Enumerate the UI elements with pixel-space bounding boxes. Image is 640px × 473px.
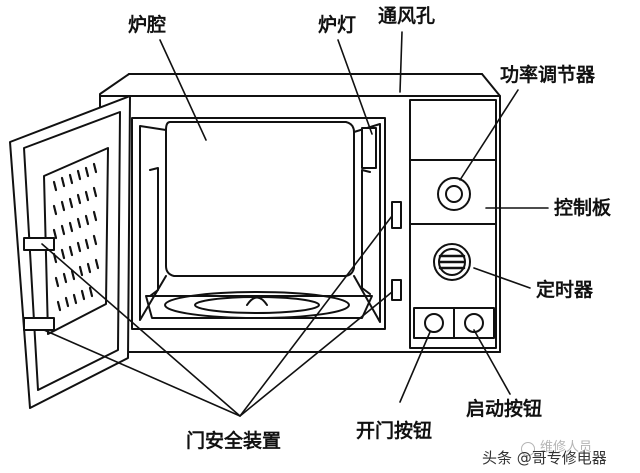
cavity-floor (145, 295, 373, 319)
door-hook-upper (23, 237, 55, 251)
door-mesh (52, 162, 100, 312)
right-rail (361, 169, 371, 295)
power-knob-inner (445, 185, 463, 203)
door-inner-frame (23, 111, 121, 391)
oven-top-panel (99, 73, 501, 97)
watermark-faint: 维修人员 (540, 440, 593, 455)
label-vent: 通风孔 (378, 5, 436, 27)
timer-knob-grip (438, 254, 466, 270)
door-window (43, 147, 109, 335)
interlock-slot-lower (391, 279, 402, 301)
wechat-icon (521, 442, 535, 456)
turntable-hub (246, 296, 268, 306)
left-rail (149, 167, 159, 297)
interlock-slot-upper (391, 201, 402, 229)
label-open: 开门按钮 (356, 420, 433, 442)
cavity-opening (131, 117, 386, 330)
turntable-outer (164, 291, 350, 319)
label-start: 启动按钮 (466, 398, 543, 420)
label-control: 控制板 (554, 197, 612, 219)
power-knob-outer (437, 177, 471, 211)
watermark-source: 头条 @哥专修电器 (482, 449, 607, 467)
open-door-button (424, 313, 444, 333)
door-frame (9, 95, 131, 409)
lamp-housing (361, 127, 377, 169)
cavity-left-wall (139, 125, 167, 321)
label-cavity: 炉腔 (128, 14, 167, 36)
label-timer: 定时器 (536, 279, 594, 301)
label-safety: 门安全装置 (186, 430, 282, 452)
door-hook-lower (23, 317, 55, 331)
leader-lines (41, 31, 549, 417)
label-lamp: 炉灯 (318, 14, 357, 36)
label-power: 功率调节器 (500, 64, 596, 86)
start-button (464, 313, 484, 333)
timer-knob-outer (433, 243, 471, 281)
cavity-back-wall (165, 121, 355, 277)
